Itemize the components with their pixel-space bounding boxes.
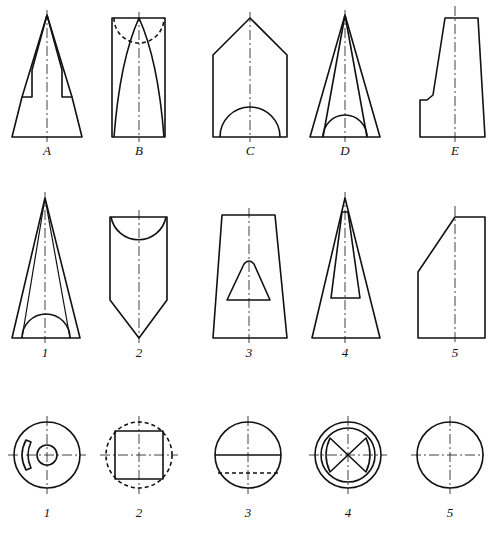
view-label: 5 [447,506,454,519]
top-view-2 [100,416,178,494]
view-label: 3 [245,506,252,519]
view-3 [213,208,287,343]
view-e [420,6,485,142]
view-4 [312,192,380,343]
view-label: 1 [42,346,49,359]
view-d [310,10,380,142]
view-label: D [340,144,349,157]
top-view-3 [215,416,281,494]
view-label: 4 [342,346,349,359]
view-label: 2 [136,506,143,519]
top-view-5 [411,416,484,494]
view-label: C [246,144,255,157]
view-2 [110,210,167,343]
view-label: A [43,144,51,157]
view-label: E [451,144,459,157]
view-label: 5 [452,346,459,359]
view-a [12,10,82,142]
view-label: 2 [136,346,143,359]
view-label: B [135,144,143,157]
view-label: 3 [246,346,253,359]
view-5 [418,206,485,343]
view-label: 4 [345,506,352,519]
top-view-1 [8,416,86,494]
view-label: 1 [44,506,51,519]
view-b [112,12,165,142]
top-view-4 [309,416,387,494]
view-c [213,12,287,142]
view-1 [12,192,80,343]
